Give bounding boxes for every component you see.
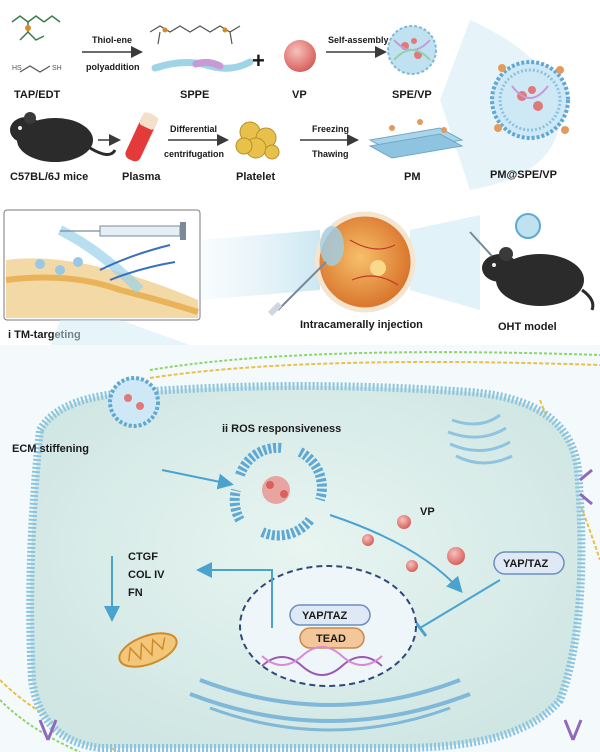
polyaddition-label: polyaddition [86, 62, 140, 72]
nucleus [239, 565, 417, 687]
pm-label: PM [404, 171, 421, 183]
ecm-stiffening-label: ECM stiffening [12, 443, 89, 455]
vp-particle-icon [284, 40, 316, 72]
differential-label: Differential [170, 124, 217, 134]
oht-mouse-icon [469, 213, 595, 311]
disassembling-nanoparticle-icon [229, 442, 327, 541]
mice-label: C57BL/6J mice [10, 171, 88, 183]
endoplasmic-reticulum [189, 678, 471, 732]
sppe-label: SPPE [180, 89, 209, 101]
platelet-membrane-icon [368, 119, 464, 159]
yap-taz-nucleus-badge [289, 604, 371, 626]
membrane-nanoparticle-icon [108, 376, 160, 428]
trabecular-meshwork-illustration [5, 225, 199, 318]
inhibition-line [419, 579, 501, 629]
pm-spe-vp-nanoparticle-icon [490, 60, 570, 140]
self-assembly-label: Self-assembly [328, 35, 389, 45]
oht-label: OHT model [498, 321, 557, 333]
eye-illustration [314, 211, 416, 313]
mitochondrion [118, 632, 178, 668]
freezing-label: Freezing [312, 124, 349, 134]
ros-responsiveness-label: ii ROS responsiveness [222, 423, 341, 435]
pm-spe-vp-label: PM@SPE/VP [490, 169, 557, 181]
plasma-label: Plasma [122, 171, 161, 183]
svg-text:HS: HS [12, 65, 22, 72]
svg-text:SH: SH [52, 65, 62, 72]
thiol-ene-label: Thiol-ene [92, 35, 132, 45]
syringe-icon [60, 222, 186, 240]
injection-needle-icon [267, 261, 327, 317]
cell-body [26, 382, 586, 752]
edt-molecule-icon: HS SH [12, 65, 62, 73]
platelet-cluster-icon [235, 121, 280, 160]
membrane-receptors [38, 468, 593, 741]
vp-label: VP [292, 89, 307, 101]
platelet-label: Platelet [236, 171, 275, 183]
thawing-label: Thawing [312, 149, 349, 159]
centrifugation-label: centrifugation [164, 149, 224, 159]
mouse-icon [10, 112, 117, 162]
tap-edt-label: TAP/EDT [14, 89, 61, 101]
spe-vp-label: SPE/VP [392, 89, 432, 101]
tap-molecule-icon [11, 15, 61, 41]
sppe-chain-segment [192, 58, 224, 70]
tead-badge [299, 627, 365, 649]
plus-sign: + [252, 48, 265, 73]
yap-taz-cytoplasm-badge [493, 551, 565, 575]
released-vp-particles [362, 515, 465, 572]
plasma-tube-icon [125, 112, 159, 162]
dna-helix [261, 646, 383, 676]
sppe-polymer-icon [149, 25, 241, 45]
vp-release-arrow [329, 514, 463, 593]
yap-taz-nucleus-label: YAP/TAZ [302, 610, 348, 622]
spe-vp-nanoparticle-icon [387, 25, 437, 75]
tead-label: TEAD [316, 633, 346, 645]
eye-zoom-beam [200, 230, 320, 300]
transcription-arrow [196, 562, 273, 628]
uptake-arrow [161, 469, 234, 490]
vp-cell-label: VP [420, 506, 435, 518]
yap-taz-cytoplasm-label: YAP/TAZ [503, 558, 549, 570]
fn-label: FN [128, 587, 143, 599]
col-iv-label: COL IV [128, 569, 165, 581]
injection-label: Intracamerally injection [300, 319, 423, 331]
ctgf-label: CTGF [128, 551, 158, 563]
golgi-apparatus [447, 413, 513, 465]
mouse-eye-beam [410, 215, 480, 310]
